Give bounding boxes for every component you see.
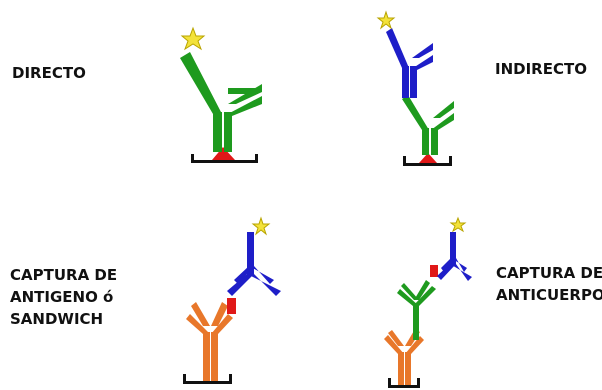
antigen-square bbox=[430, 265, 438, 277]
detection-antibody bbox=[227, 232, 281, 296]
label-captura-antigeno: CAPTURA DE ANTIGENO ó SANDWICH bbox=[10, 264, 117, 330]
solid-phase-plate bbox=[183, 374, 232, 384]
label-indirecto-line-1: INDIRECTO bbox=[495, 60, 587, 78]
sample-antibody bbox=[397, 280, 436, 340]
panel-indirecto bbox=[376, 10, 454, 166]
panel-directo bbox=[180, 26, 262, 163]
enzyme-star bbox=[376, 10, 396, 30]
antigen-triangle bbox=[419, 153, 437, 163]
enzyme-star bbox=[180, 26, 206, 51]
enzyme-star bbox=[251, 216, 271, 236]
label-directo: DIRECTO bbox=[12, 62, 86, 84]
panel-captura-antigeno bbox=[183, 216, 281, 384]
label-captura-antigeno-line-1: CAPTURA DE bbox=[10, 266, 118, 284]
solid-phase-plate bbox=[191, 154, 258, 163]
detection-antibody bbox=[437, 232, 472, 281]
label-captura-anticuerpo-line-2: ANTICUERPO bbox=[496, 286, 602, 304]
panel-captura-anticuerpo bbox=[384, 216, 472, 388]
label-captura-anticuerpo-line-1: CAPTURA DE bbox=[496, 264, 602, 282]
labeled-antibody bbox=[180, 52, 262, 152]
label-captura-antigeno-line-2: ANTIGENO ó bbox=[10, 288, 114, 306]
enzyme-star bbox=[449, 216, 467, 233]
secondary-antibody bbox=[386, 28, 433, 98]
antigen-triangle bbox=[212, 147, 235, 160]
label-directo-line-1: DIRECTO bbox=[12, 64, 86, 82]
solid-phase-plate bbox=[388, 378, 420, 388]
solid-phase-plate bbox=[403, 156, 452, 166]
capture-antibody bbox=[186, 302, 233, 381]
label-captura-anticuerpo: CAPTURA DE ANTICUERPO bbox=[496, 262, 602, 306]
label-indirecto: INDIRECTO bbox=[495, 58, 587, 80]
primary-antibody bbox=[402, 95, 454, 155]
label-captura-antigeno-line-3: SANDWICH bbox=[10, 310, 104, 328]
antigen-square bbox=[227, 298, 236, 314]
